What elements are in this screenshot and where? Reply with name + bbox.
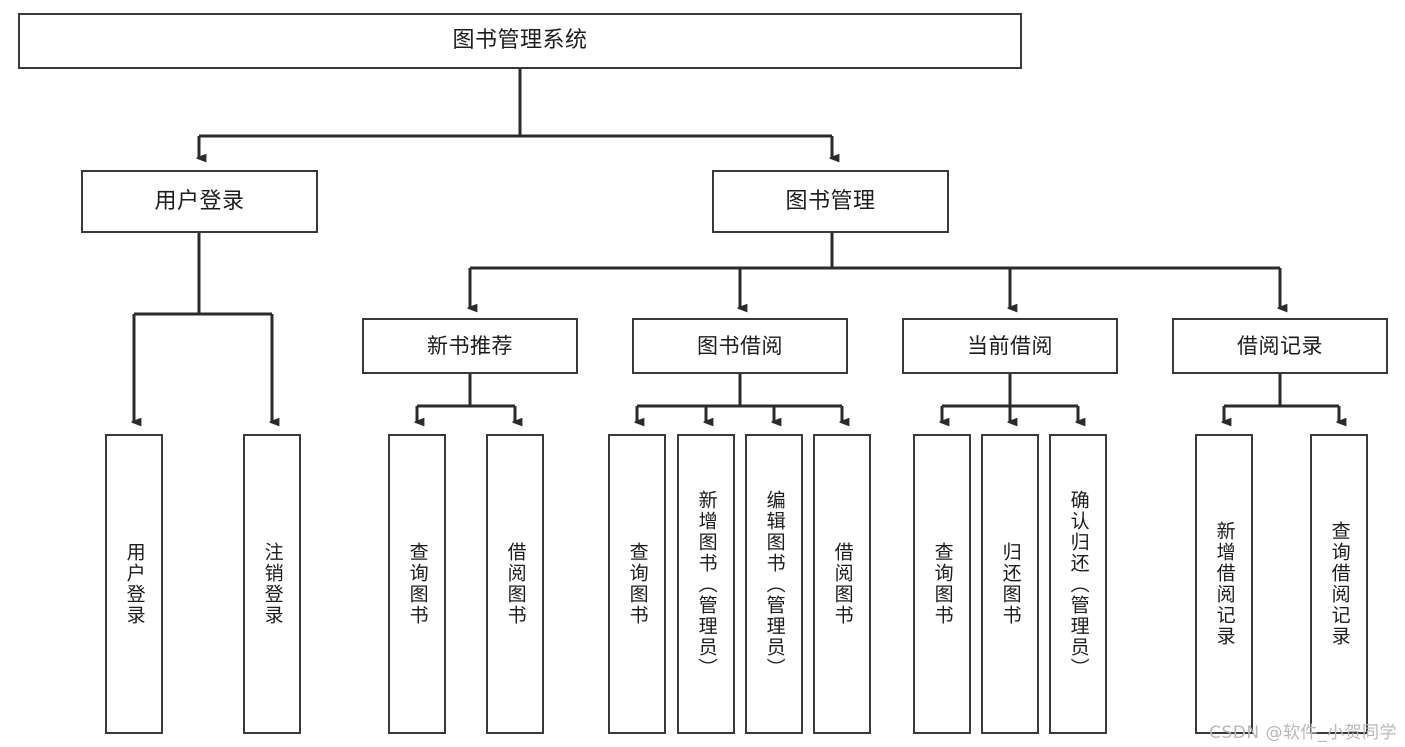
leaf-current-return-book[interactable]: 归还图书 bbox=[981, 434, 1039, 734]
watermark: CSDN @软件_小贺同学 bbox=[1209, 723, 1397, 743]
node-book-borrow[interactable]: 图书借阅 bbox=[632, 318, 848, 374]
node-label: 用户登录 bbox=[154, 188, 245, 214]
leaf-current-query-book[interactable]: 查询图书 bbox=[913, 434, 971, 734]
node-label: 查询借阅记录 bbox=[1328, 521, 1351, 647]
leaf-borrow-edit-book-admin[interactable]: 编辑图书（管理员） bbox=[745, 434, 803, 734]
leaf-current-confirm-return-admin[interactable]: 确认归还（管理员） bbox=[1049, 434, 1107, 734]
node-label: 查询图书 bbox=[931, 542, 954, 626]
node-label: 借阅记录 bbox=[1237, 333, 1323, 358]
leaf-borrow-query-book[interactable]: 查询图书 bbox=[608, 434, 666, 734]
node-label: 新增图书（管理员） bbox=[695, 489, 718, 679]
leaf-borrow-add-book-admin[interactable]: 新增图书（管理员） bbox=[677, 434, 735, 734]
node-label: 查询图书 bbox=[406, 542, 429, 626]
node-borrow-record[interactable]: 借阅记录 bbox=[1172, 318, 1388, 374]
node-book-management-system[interactable]: 图书管理系统 bbox=[18, 13, 1022, 69]
node-label: 编辑图书（管理员） bbox=[763, 489, 786, 679]
node-label: 注销登录 bbox=[261, 542, 284, 626]
node-label: 查询图书 bbox=[626, 542, 649, 626]
node-label: 归还图书 bbox=[999, 542, 1022, 626]
leaf-borrow-borrow-book[interactable]: 借阅图书 bbox=[813, 434, 871, 734]
leaf-user-login[interactable]: 用户登录 bbox=[105, 434, 163, 734]
leaf-record-add-record[interactable]: 新增借阅记录 bbox=[1195, 434, 1253, 734]
leaf-record-query-record[interactable]: 查询借阅记录 bbox=[1310, 434, 1368, 734]
node-book-management[interactable]: 图书管理 bbox=[712, 170, 949, 233]
node-label: 新增借阅记录 bbox=[1213, 521, 1236, 647]
node-label: 图书借阅 bbox=[697, 333, 783, 358]
node-user-login[interactable]: 用户登录 bbox=[81, 170, 318, 233]
node-new-book-recommend[interactable]: 新书推荐 bbox=[362, 318, 578, 374]
node-label: 当前借阅 bbox=[967, 333, 1053, 358]
leaf-newbook-borrow-book[interactable]: 借阅图书 bbox=[486, 434, 544, 734]
node-label: 确认归还（管理员） bbox=[1067, 489, 1090, 679]
leaf-newbook-query-book[interactable]: 查询图书 bbox=[388, 434, 446, 734]
leaf-user-logout[interactable]: 注销登录 bbox=[243, 434, 301, 734]
node-label: 借阅图书 bbox=[504, 542, 527, 626]
node-label: 用户登录 bbox=[123, 542, 146, 626]
node-label: 图书管理系统 bbox=[452, 28, 588, 54]
node-label: 借阅图书 bbox=[831, 542, 854, 626]
node-label: 新书推荐 bbox=[427, 333, 513, 358]
node-label: 图书管理 bbox=[785, 188, 876, 214]
node-current-borrow[interactable]: 当前借阅 bbox=[902, 318, 1118, 374]
